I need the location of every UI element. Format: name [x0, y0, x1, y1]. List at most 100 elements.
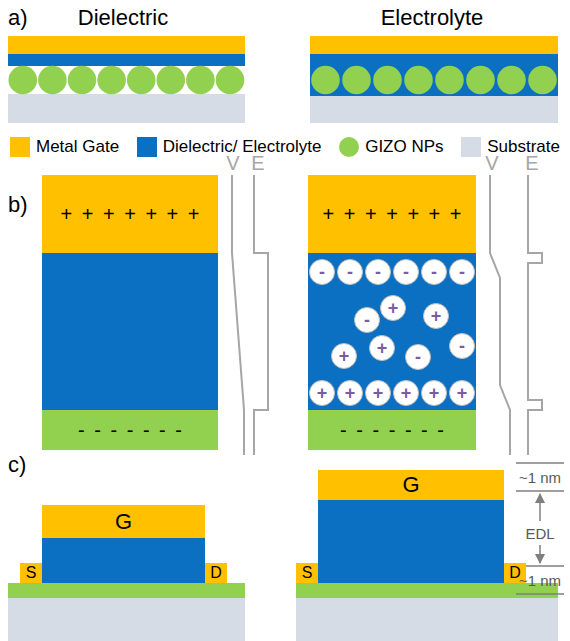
ion-charge: - — [347, 263, 353, 281]
gizo-nanoparticle — [186, 66, 215, 95]
gizo-nanoparticle — [68, 66, 97, 95]
legend-swatch — [10, 137, 30, 157]
dielectric-transistor — [8, 538, 245, 641]
ion: - — [449, 259, 475, 285]
ion: + — [309, 380, 335, 406]
gizo-nanoparticle — [466, 66, 495, 95]
ion-charge: - — [431, 263, 437, 281]
electrolyte-transistor — [296, 500, 558, 641]
ion-charge: - — [375, 263, 381, 281]
node-text: - - - - - - - — [78, 420, 182, 440]
gate-electrode: G — [42, 505, 205, 538]
node-text: - - - - - - - — [340, 420, 444, 440]
panel-label: a) — [8, 7, 28, 29]
dielectric-layer — [42, 253, 218, 410]
gizo-nanoparticle — [373, 66, 402, 95]
ion-charge: - — [415, 348, 421, 366]
source-electrode: S — [20, 563, 42, 583]
ion: + — [331, 343, 357, 369]
gizo-nanoparticle — [216, 66, 245, 95]
ion-charge: + — [388, 299, 399, 317]
scale-bar — [516, 463, 564, 594]
ion: - — [421, 259, 447, 285]
gizo-nanoparticle — [342, 66, 371, 95]
gizo-nanoparticle — [404, 66, 433, 95]
gizo-nanoparticle — [157, 66, 186, 95]
ion-charge: + — [339, 347, 350, 365]
gizo-nanoparticle — [311, 66, 340, 95]
gizo-layer: - - - - - - - — [308, 410, 476, 450]
gizo-nanoparticle — [497, 66, 526, 95]
legend-swatch — [137, 137, 157, 157]
node-text: G — [402, 474, 419, 496]
source-electrode: S — [296, 563, 318, 583]
panel-label: b) — [8, 194, 28, 216]
ion-charge: + — [317, 384, 328, 402]
legend-swatch — [461, 137, 481, 157]
metal-gate: + + + + + + + — [308, 175, 476, 253]
ion: - — [449, 333, 475, 359]
node-text: S — [302, 565, 313, 581]
gizo-nanoparticle — [127, 66, 156, 95]
ion: + — [449, 380, 475, 406]
gizo-nanoparticle — [38, 66, 67, 95]
legend-swatch — [339, 137, 359, 157]
gizo-layer: - - - - - - - — [42, 410, 218, 450]
drain-electrode: D — [205, 563, 227, 583]
profile-curves — [232, 175, 542, 455]
node-text: + + + + + + + — [60, 204, 199, 224]
node-text: D — [210, 565, 222, 581]
metal-gate: + + + + + + + — [42, 175, 218, 253]
ion-charge: - — [364, 311, 370, 329]
scale-label: ~1 nm — [519, 470, 561, 485]
gizo-nanoparticle — [528, 66, 557, 95]
ion-charge: - — [403, 263, 409, 281]
panel-label: c) — [8, 454, 26, 476]
scale-label: EDL — [525, 526, 554, 541]
ion-charge: + — [429, 384, 440, 402]
node-text: G — [115, 511, 132, 533]
legend-item: GIZO NPs — [339, 137, 443, 157]
ion: - — [393, 259, 419, 285]
ion-charge: - — [459, 337, 465, 355]
ion-charge: + — [345, 384, 356, 402]
ion: + — [421, 380, 447, 406]
gate-electrode: G — [318, 470, 504, 500]
node-text: + + + + + + + — [322, 204, 461, 224]
node-text: S — [26, 565, 37, 581]
ion-charge: + — [431, 307, 442, 325]
gizo-nanoparticle — [8, 66, 37, 95]
electrolyte-stack — [310, 36, 558, 123]
ion: - — [354, 307, 380, 333]
scale-label: ~1 nm — [519, 573, 561, 588]
ion: - — [405, 344, 431, 370]
legend-item: Substrate — [461, 137, 560, 157]
electrolyte-layer — [308, 253, 476, 410]
ion: - — [337, 259, 363, 285]
column-heading: Dielectric — [78, 7, 168, 29]
column-heading: Electrolyte — [381, 7, 484, 29]
ion: + — [365, 380, 391, 406]
gizo-nanoparticle — [435, 66, 464, 95]
ion-charge: + — [457, 384, 468, 402]
ion: + — [337, 380, 363, 406]
ion-charge: + — [377, 339, 388, 357]
legend-text: GIZO NPs — [365, 137, 443, 157]
legend-item: Metal Gate — [10, 137, 119, 157]
legend-text: Substrate — [487, 137, 560, 157]
ion-charge: - — [459, 263, 465, 281]
legend-text: Dielectric/ Electrolyte — [163, 137, 322, 157]
gizo-nanoparticle — [97, 66, 126, 95]
dielectric-stack — [8, 36, 245, 123]
ion: - — [365, 259, 391, 285]
legend-item: Dielectric/ Electrolyte — [137, 137, 322, 157]
ion: + — [369, 335, 395, 361]
ion-charge: - — [319, 263, 325, 281]
ion-charge: + — [373, 384, 384, 402]
ion: + — [423, 303, 449, 329]
ion: - — [309, 259, 335, 285]
ion: + — [393, 380, 419, 406]
legend-text: Metal Gate — [36, 137, 119, 157]
legend: Metal Gate Dielectric/ Electrolyte GIZO NP… — [10, 136, 560, 158]
